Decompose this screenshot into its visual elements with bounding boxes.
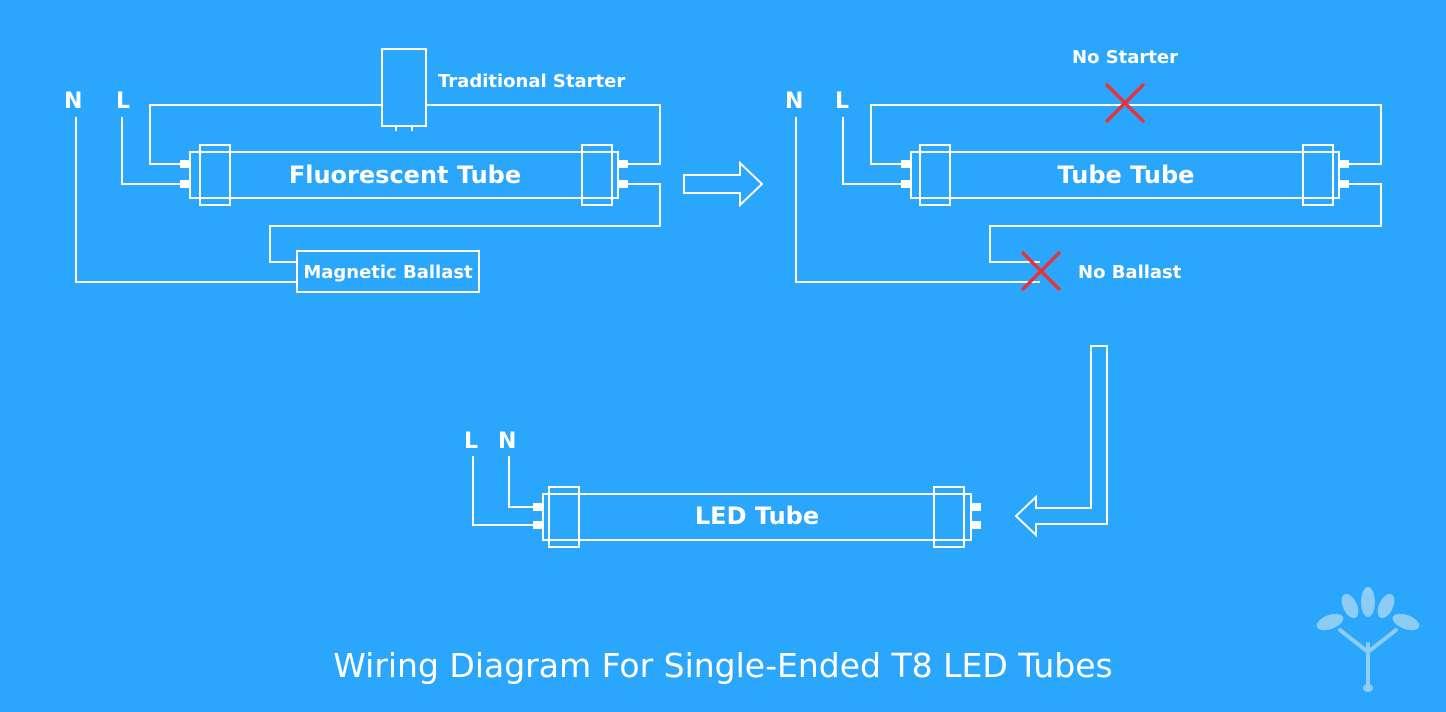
ballast-box [296,250,480,293]
live-wire [842,117,901,185]
no-ballast-cross-icon [1021,251,1061,291]
tube-body [910,151,1340,199]
no-starter-cross-icon [1105,83,1145,123]
right-arrow-icon [683,160,764,208]
neutral-wire [508,456,533,508]
live-label: L [464,429,478,454]
fluorescent-diagram: N L Traditional Starter Fluorescent Tube… [64,48,661,293]
tube-left-endcap [919,144,951,206]
live-wire [121,117,180,185]
led-tube-label: LED Tube [695,502,819,530]
fluorescent-tube-body [189,151,619,199]
tube-left-endcap [199,144,231,206]
tube-label: Tube Tube [1058,161,1195,189]
bypassed-ballast-wire [989,183,1382,263]
no-starter-label: No Starter [1072,47,1178,68]
ballast-wire-top [269,183,661,263]
live-wire [472,456,533,526]
led-tube-body [542,493,972,541]
starter-wire-left [149,104,382,165]
neutral-label: N [64,89,82,114]
bypassed-starter-wire [870,104,1382,165]
down-left-arrow-icon [1014,345,1108,538]
tree-logo-icon [1316,587,1420,692]
neutral-label: N [498,429,516,454]
tube-right-endcap [1302,144,1334,206]
ballast-label: Magnetic Ballast [303,262,473,283]
no-ballast-label: No Ballast [1078,262,1182,283]
live-label: L [116,89,130,114]
led-tube-right-endcap [933,486,965,548]
neutral-wire [75,117,297,283]
starter-wire-right [426,104,661,165]
bypass-diagram: N L No Starter Tube Tube No Ballast [785,47,1382,291]
tube-right-endcap [581,144,613,206]
led-diagram: L N LED Tube [464,429,981,548]
diagram-title: Wiring Diagram For Single-Ended T8 LED T… [333,646,1112,685]
neutral-wire [795,117,1040,283]
fluorescent-tube-label: Fluorescent Tube [289,161,521,189]
neutral-label: N [785,89,803,114]
live-label: L [835,89,849,114]
starter-box [381,48,427,127]
starter-label: Traditional Starter [438,71,625,92]
led-tube-left-endcap [548,486,580,548]
